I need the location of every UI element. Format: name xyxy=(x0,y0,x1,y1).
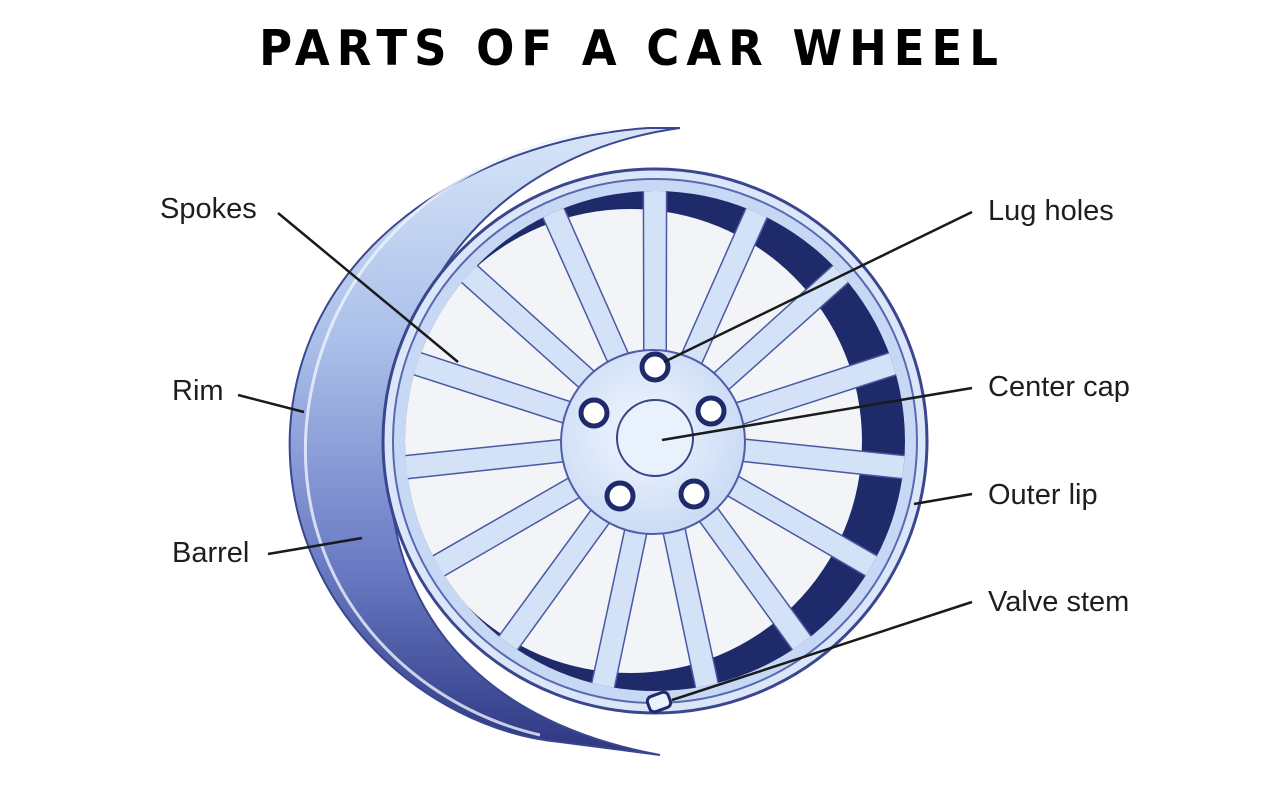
label-outer-lip: Outer lip xyxy=(988,479,1098,511)
label-spokes: Spokes xyxy=(160,193,257,225)
diagram-title: PARTS OF A CAR WHEEL xyxy=(259,19,1005,78)
spoke xyxy=(642,191,668,373)
leader-barrel xyxy=(267,536,363,556)
lug-holes xyxy=(578,351,727,512)
leader-lug-holes xyxy=(663,210,973,364)
lug-hole xyxy=(578,397,610,429)
leader-center-cap xyxy=(661,386,973,442)
valve-stem xyxy=(645,690,673,714)
leader-spokes xyxy=(277,212,459,363)
lug-hole xyxy=(639,351,671,383)
label-center-cap: Center cap xyxy=(988,371,1130,403)
lug-hole xyxy=(695,395,727,427)
leader-rim xyxy=(237,393,305,414)
leader-outer-lip xyxy=(913,492,973,506)
leader-lines xyxy=(237,210,973,702)
lug-hole xyxy=(604,480,636,512)
label-valve-stem: Valve stem xyxy=(988,586,1130,618)
label-barrel: Barrel xyxy=(172,537,250,569)
lug-hole xyxy=(678,478,710,510)
label-lug-holes: Lug holes xyxy=(988,195,1114,227)
leader-valve-stem xyxy=(671,600,973,702)
center-cap xyxy=(616,399,694,477)
label-rim: Rim xyxy=(172,375,224,407)
